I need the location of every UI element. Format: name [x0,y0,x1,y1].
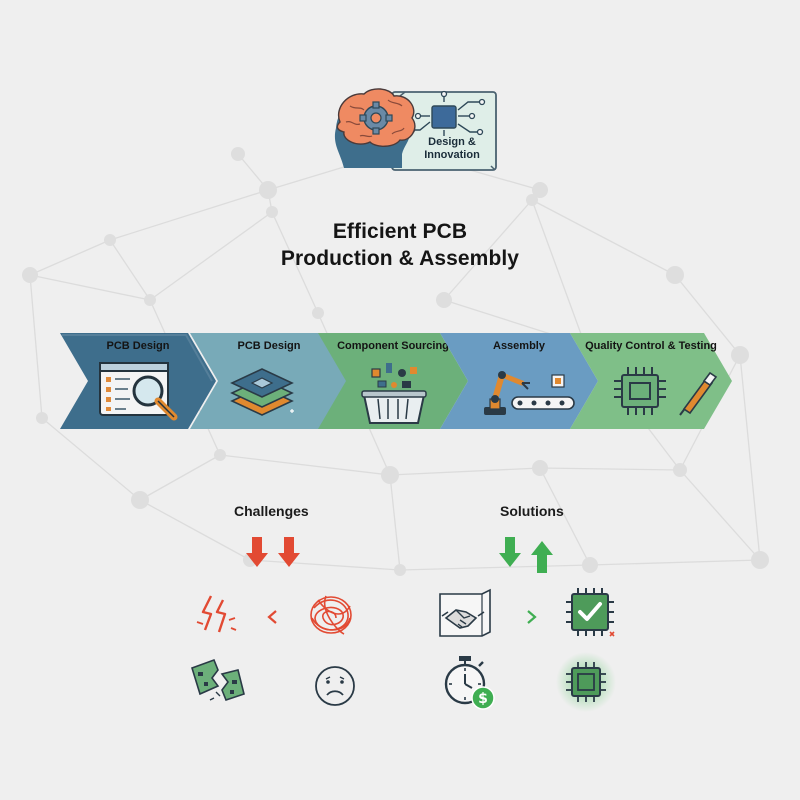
broken-lightning-icon [196,595,237,633]
verified-chip-icon [566,588,615,637]
chip-probe-icon [614,367,718,416]
tangled-wires-icon [310,595,352,635]
chevron-right-icon [527,610,537,624]
process-step-pcb-layout: PCB Design [190,333,348,429]
badge-label: Design & Innovation [412,136,492,162]
component-basket-icon [361,363,427,424]
glowing-chip-icon [556,652,616,712]
layer-stack-icon [230,368,294,416]
robot-arm-conveyor-icon [484,371,575,415]
page-title-line-2: Production & Assembly [280,247,520,270]
process-step-quality-control: Quality Control & Testing [570,333,732,429]
step-label: PCB Design [106,340,170,352]
handshake-icon [439,588,491,637]
page-title-line-1: Efficient PCB [332,220,468,243]
chevron-left-icon [267,610,277,624]
design-innovation-badge [334,88,497,171]
step-label: Quality Control & Testing [585,340,717,352]
challenges-heading: Challenges [234,503,309,519]
chevron-shape [318,333,468,429]
sad-face-icon [315,666,355,706]
badge-line-1: Design & [428,136,476,148]
broken-board-icon [191,658,245,701]
step-label: PCB Design [237,340,301,352]
step-label: Component Sourcing [337,340,449,352]
up-down-arrows-icon [499,537,553,573]
magnifier-screen-icon [99,362,178,421]
process-step-component-sourcing: Component Sourcing [318,333,468,429]
process-step-pcb-design: PCB Design [60,333,216,429]
badge-line-2: Innovation [424,149,480,161]
step-label: Assembly [493,340,545,352]
svg-text:$: $ [478,691,488,707]
solutions-heading: Solutions [500,503,564,519]
process-step-assembly: Assembly [440,333,598,429]
down-arrows-icon [246,537,300,567]
stopwatch-dollar-icon: $ [444,656,495,710]
